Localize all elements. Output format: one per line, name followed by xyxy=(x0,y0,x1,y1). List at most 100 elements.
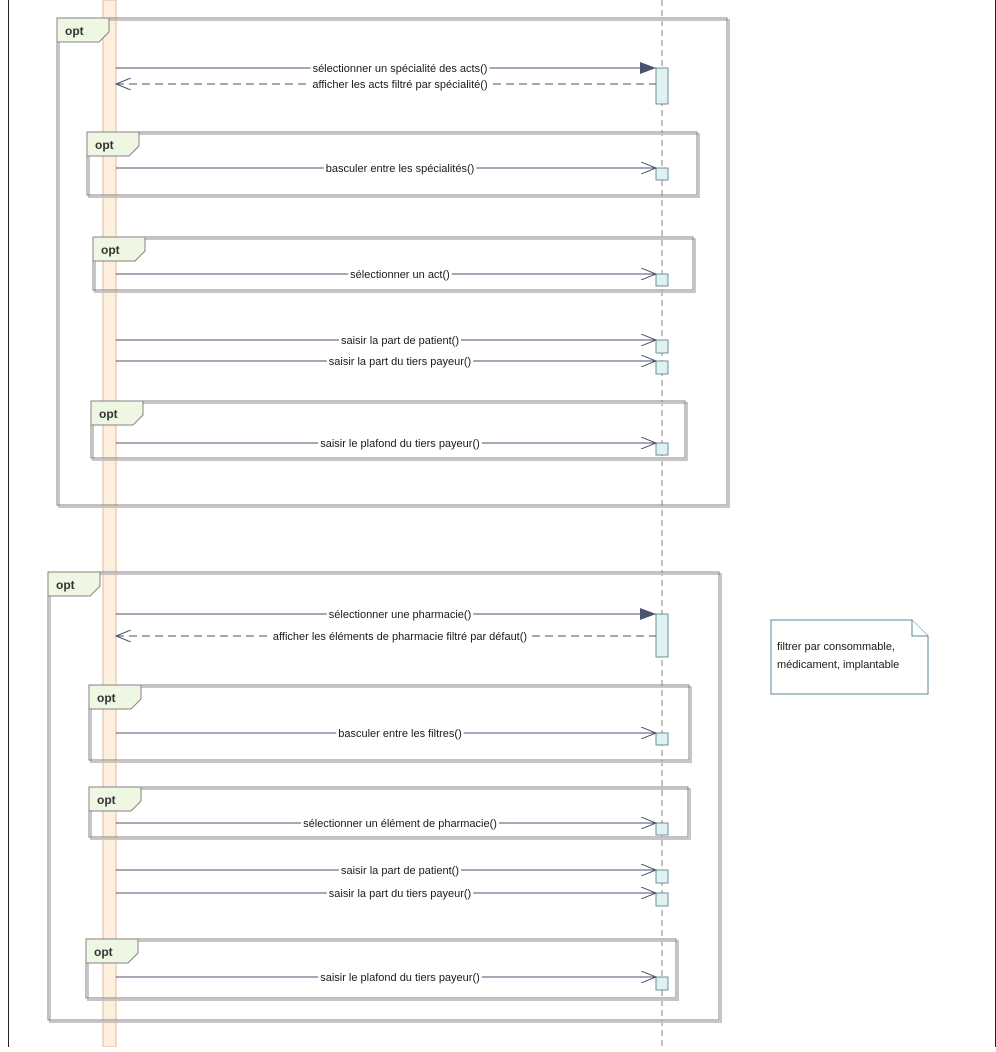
opt-frame-border xyxy=(86,131,698,196)
opt-frame-shadow xyxy=(58,19,730,508)
opt-frame-label: opt xyxy=(56,578,75,592)
activation-bar xyxy=(655,822,669,836)
activation-bar xyxy=(655,732,669,746)
activation-bar xyxy=(655,442,669,456)
opt-frame-shadow xyxy=(94,238,696,293)
return-message: afficher les acts filtré par spécialité(… xyxy=(116,79,656,91)
activation-bar xyxy=(655,67,669,105)
opt-frame: opt xyxy=(88,684,692,763)
opt-frame-tag xyxy=(90,400,144,426)
message-label-bg xyxy=(348,269,452,281)
opt-frame-shadow xyxy=(92,402,688,461)
opt-frame-label: opt xyxy=(95,138,114,152)
activation-bar xyxy=(655,339,669,354)
activation-bar xyxy=(655,869,669,884)
diagram-border xyxy=(8,0,996,1052)
opt-frame-border xyxy=(88,684,690,761)
note-shape xyxy=(770,619,929,695)
call-message: sélectionner un act() xyxy=(116,269,656,281)
call-message: saisir la part de patient() xyxy=(116,335,656,347)
note-corner-fold xyxy=(911,620,928,637)
opt-frame-border xyxy=(90,400,686,459)
lifeline-left xyxy=(102,0,117,1048)
opt-frame-label: opt xyxy=(101,243,120,257)
activation-bar xyxy=(655,976,669,991)
frames-layer: opt opt opt opt opt opt opt opt xyxy=(47,17,730,1023)
note-line-2: médicament, implantable xyxy=(777,659,899,671)
call-message: basculer entre les filtres() xyxy=(116,728,656,740)
message-label-bg xyxy=(323,163,477,175)
message-label: saisir la part de patient() xyxy=(341,865,459,877)
opt-frame-shadow xyxy=(49,573,722,1023)
opt-frame-shadow xyxy=(90,788,691,840)
opt-frame-shadow xyxy=(90,686,692,763)
opt-frame: opt xyxy=(92,236,696,293)
call-message: sélectionner un spécialité des acts() xyxy=(116,62,656,75)
opt-frame: opt xyxy=(56,17,730,508)
message-label: afficher les acts filtré par spécialité(… xyxy=(312,79,487,91)
opt-frame-border xyxy=(47,571,720,1021)
opt-frame-label: opt xyxy=(97,691,116,705)
messages-layer: sélectionner un spécialité des acts() aff… xyxy=(116,62,656,984)
call-message: sélectionner un élément de pharmacie() xyxy=(116,818,656,830)
opt-frame: opt xyxy=(86,131,700,198)
opt-frame-border xyxy=(92,236,694,291)
message-label-bg xyxy=(310,79,490,91)
opt-frame-label: opt xyxy=(65,24,84,38)
message-label-bg xyxy=(318,438,482,450)
message-label: sélectionner une pharmacie() xyxy=(329,609,471,621)
note: filtrer par consommable, médicament, imp… xyxy=(770,619,929,695)
call-message: saisir la part de patient() xyxy=(116,865,656,877)
opt-frame-shadow xyxy=(87,940,679,1001)
call-message: saisir la part du tiers payeur() xyxy=(116,356,656,368)
opt-frame-border xyxy=(85,938,677,999)
activation-bar xyxy=(655,613,669,658)
message-label-bg xyxy=(326,609,474,621)
opt-frame-label: opt xyxy=(97,793,116,807)
activations-layer xyxy=(655,67,669,991)
note-line-1: filtrer par consommable, xyxy=(777,641,895,653)
opt-frame-border xyxy=(88,786,689,838)
opt-frame-shadow xyxy=(88,133,700,198)
activation-bar xyxy=(655,273,669,287)
message-label: saisir le plafond du tiers payeur() xyxy=(320,438,480,450)
opt-frame-border xyxy=(56,17,728,506)
activation-bar xyxy=(655,892,669,907)
opt-frame-tag xyxy=(47,571,101,597)
activation-bar xyxy=(655,167,669,181)
opt-frame-label: opt xyxy=(99,407,118,421)
message-label-bg xyxy=(318,972,482,984)
opt-frame: opt xyxy=(85,938,679,1001)
message-label-bg xyxy=(310,63,490,75)
message-label-bg xyxy=(339,335,461,347)
message-label-bg xyxy=(270,631,530,643)
message-label-bg xyxy=(326,356,474,368)
message-label-bg xyxy=(326,888,474,900)
call-message: sélectionner une pharmacie() xyxy=(116,608,656,621)
message-label: basculer entre les spécialités() xyxy=(326,163,475,175)
message-label: basculer entre les filtres() xyxy=(338,728,462,740)
opt-frame-tag xyxy=(88,786,142,812)
message-label: sélectionner un spécialité des acts() xyxy=(313,63,488,75)
opt-frame-tag xyxy=(85,938,139,964)
opt-frame-tag xyxy=(56,17,110,43)
message-label: saisir la part du tiers payeur() xyxy=(329,888,471,900)
call-message: saisir le plafond du tiers payeur() xyxy=(116,972,656,984)
message-label-bg xyxy=(336,728,464,740)
call-message: saisir le plafond du tiers payeur() xyxy=(116,438,656,450)
opt-frame: opt xyxy=(88,786,691,840)
opt-frame-label: opt xyxy=(94,945,113,959)
return-message: afficher les éléments de pharmacie filtr… xyxy=(116,631,656,643)
opt-frame: opt xyxy=(47,571,722,1023)
message-label: sélectionner un act() xyxy=(350,269,450,281)
message-label-bg xyxy=(339,865,461,877)
message-label: afficher les éléments de pharmacie filtr… xyxy=(273,631,527,643)
opt-frame-tag xyxy=(88,684,142,710)
message-label-bg xyxy=(301,818,499,830)
message-label: sélectionner un élément de pharmacie() xyxy=(303,818,497,830)
opt-frame-tag xyxy=(92,236,146,262)
opt-frame: opt xyxy=(90,400,688,461)
opt-frame-tag xyxy=(86,131,140,157)
